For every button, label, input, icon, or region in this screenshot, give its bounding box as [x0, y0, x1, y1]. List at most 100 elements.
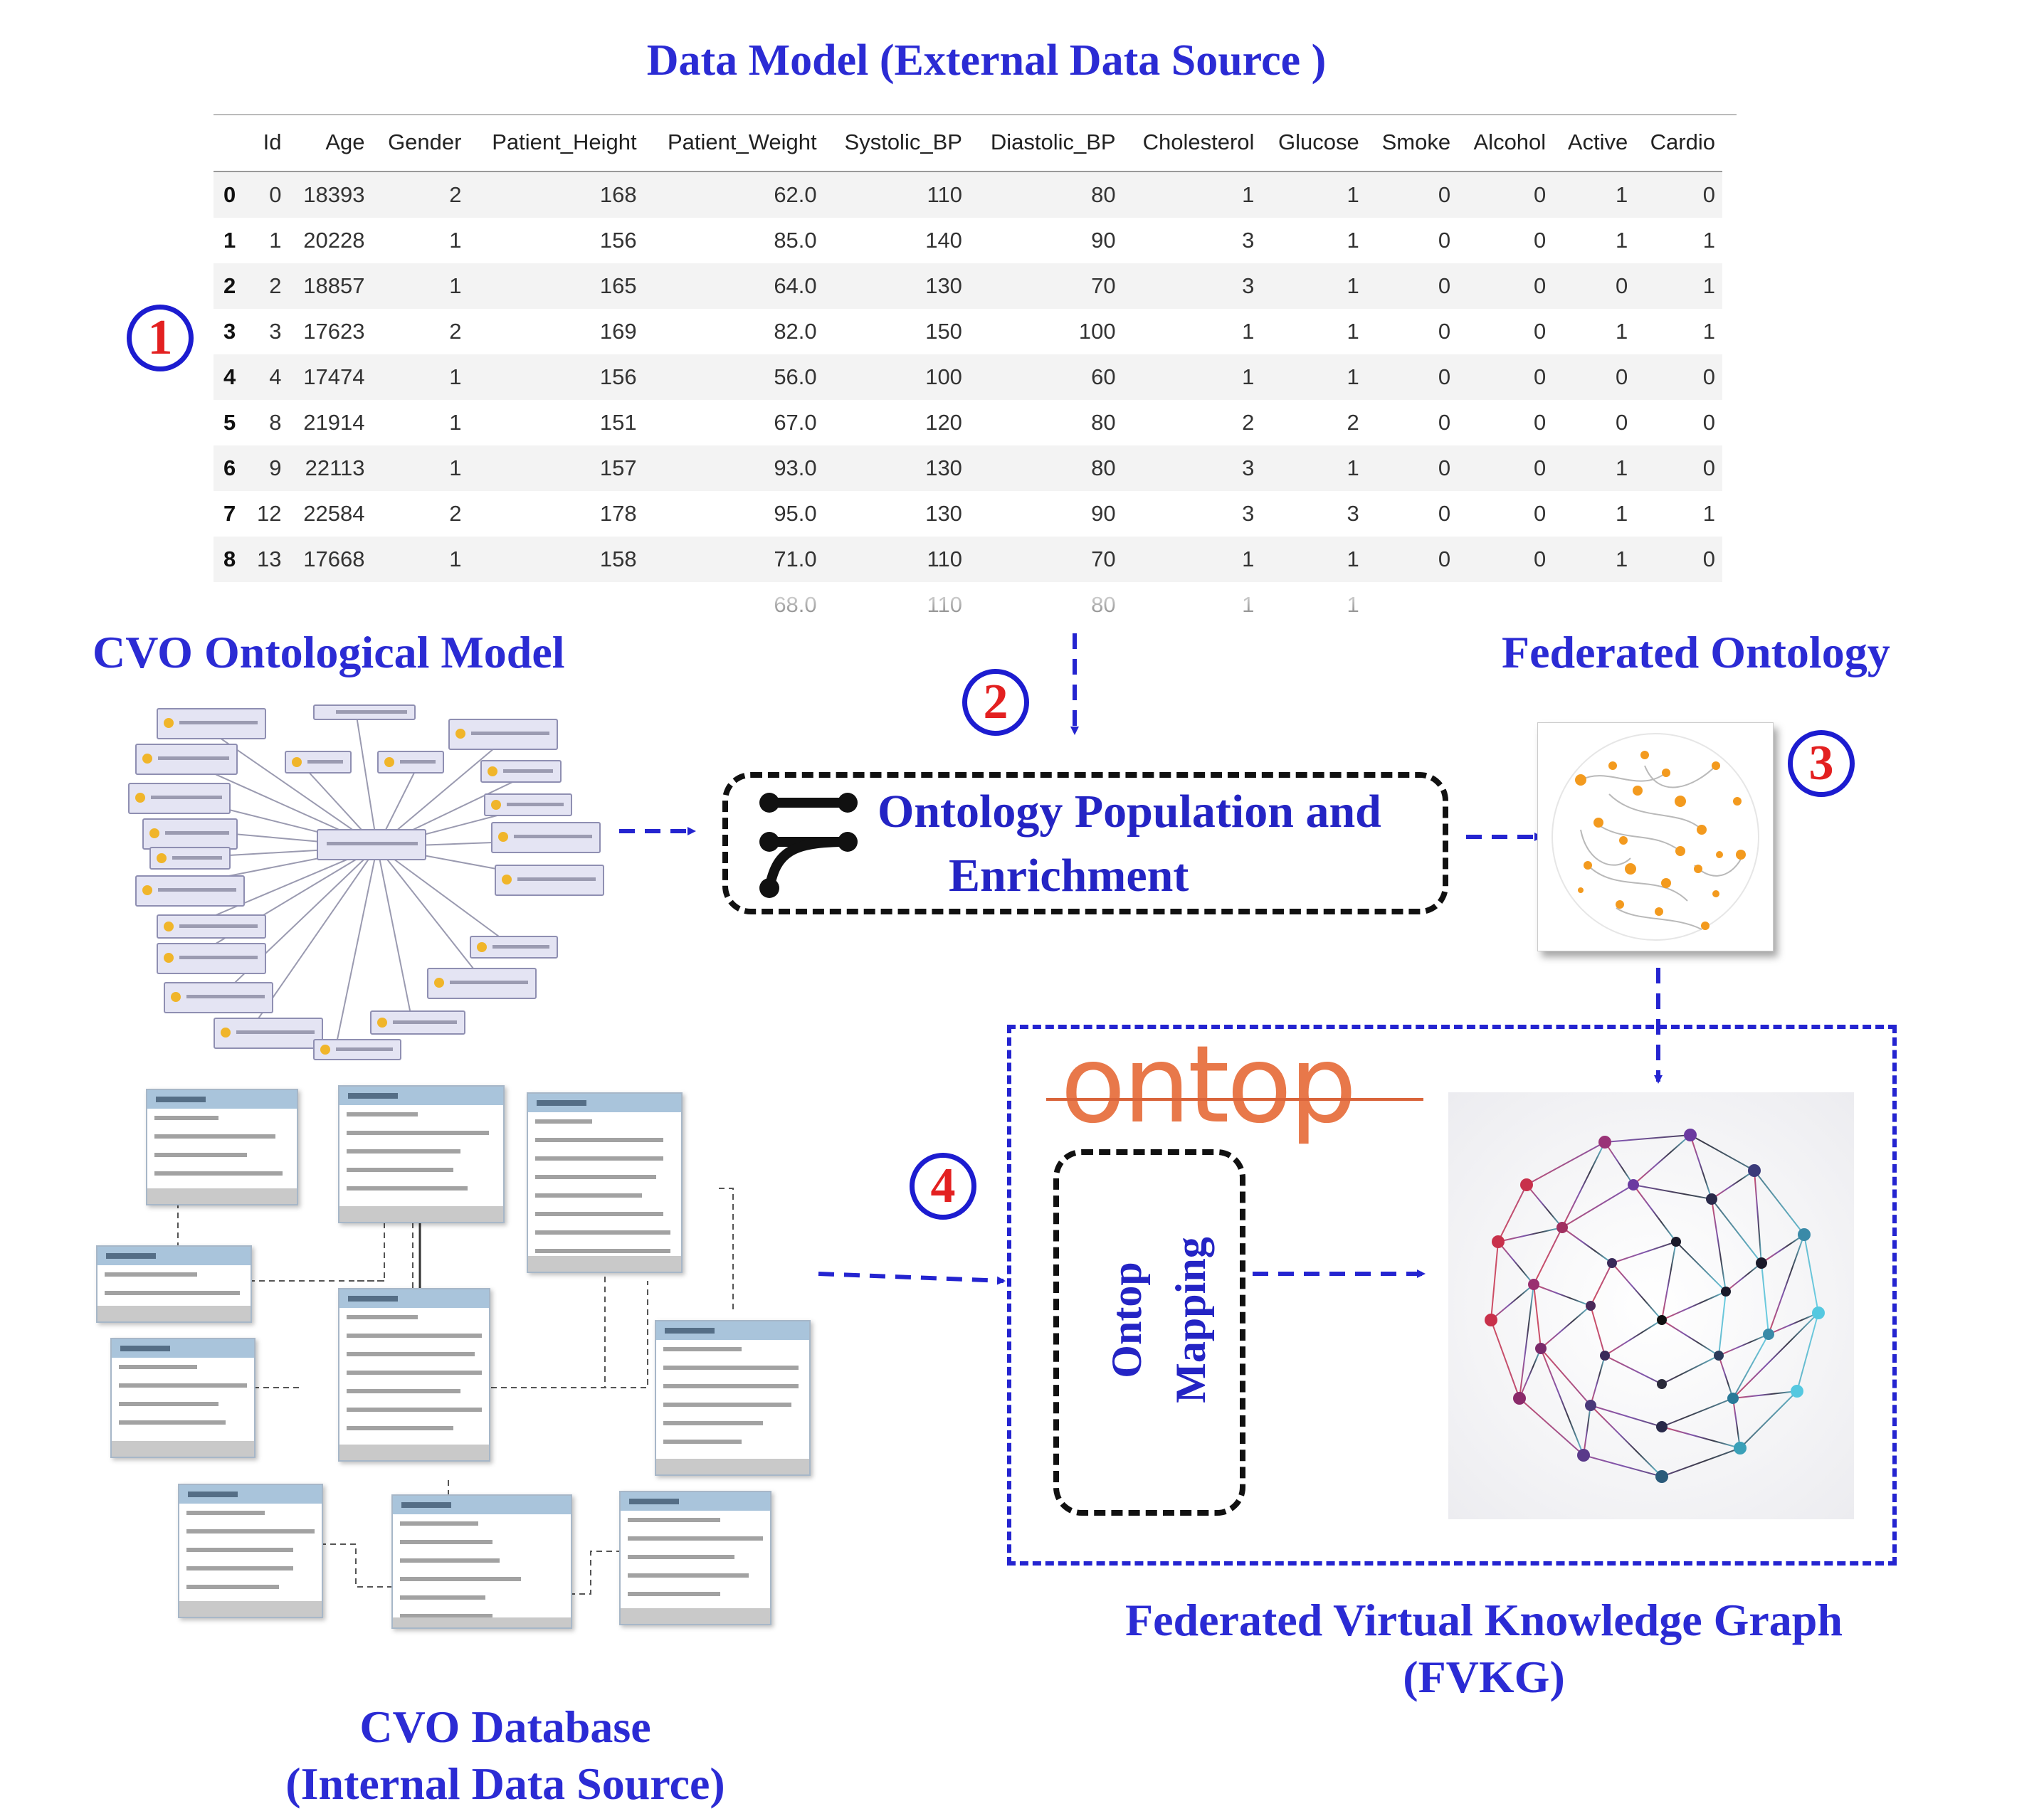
db-table — [338, 1085, 505, 1223]
ontology-node — [157, 914, 266, 939]
knowledge-graph-sphere — [1448, 1092, 1854, 1519]
table-cell: 1 — [1702, 228, 1715, 253]
table-cell: 1 — [1702, 501, 1715, 526]
table-cell: 1 — [449, 410, 462, 435]
ontop-mapping-line1: Ontop — [1103, 1262, 1150, 1378]
table-cell: 158 — [468, 537, 644, 582]
table-cell: 3 — [1242, 501, 1255, 526]
table-cell: 1 — [1553, 171, 1635, 218]
table-cell: 1 — [1122, 171, 1262, 218]
table-cell: 1 — [1347, 228, 1359, 253]
row-index: 2 — [214, 263, 246, 309]
db-table — [110, 1338, 256, 1458]
table-cell: 17668 — [288, 537, 372, 582]
table-cell: 0 — [1635, 445, 1722, 491]
federated-ontology-title: Federated Ontology — [1502, 627, 1890, 677]
table-cell: 100 — [823, 354, 969, 400]
fvkg-title: Federated Virtual Knowledge Graph — [1125, 1595, 1843, 1645]
table-cell: 0 — [1458, 445, 1554, 491]
table-cell: 1 — [269, 228, 282, 253]
column-header: Id — [246, 114, 289, 172]
ontology-node — [157, 943, 266, 974]
table-cell: 0 — [1366, 354, 1458, 400]
table-cell: 0 — [1458, 171, 1554, 218]
ontop-logo-strike — [1046, 1098, 1423, 1101]
table-cell: 0 — [1533, 319, 1547, 344]
table-cell: 2 — [449, 319, 462, 344]
db-table — [178, 1484, 323, 1618]
ontology-node — [142, 818, 238, 850]
cvo-database-subtitle: (Internal Data Source) — [285, 1758, 725, 1809]
cvo-database-diagram — [93, 1075, 818, 1630]
knowledge-graph-mesh — [1485, 1129, 1825, 1483]
table-cell: 17623 — [303, 319, 365, 344]
table-cell: 1 — [1553, 537, 1635, 582]
ontology-node — [448, 719, 558, 750]
row-index: 4 — [214, 354, 246, 400]
column-header: Cholesterol — [1122, 114, 1262, 172]
ontology-population-box: Ontology Population and Enrichment — [722, 772, 1448, 914]
ontology-node — [370, 1010, 465, 1035]
table-cell: 80 — [969, 171, 1123, 218]
step-3-badge: 3 — [1788, 730, 1855, 797]
column-header: Alcohol — [1458, 114, 1554, 172]
table-cell: 90 — [1091, 228, 1116, 253]
table-cell: 22113 — [288, 445, 372, 491]
table-cell: 82.0 — [774, 319, 817, 344]
ontology-node — [164, 982, 273, 1013]
table-cell: 1 — [1261, 263, 1366, 309]
column-header: Patient_Height — [468, 114, 644, 172]
arrow-db-to-ontop — [818, 1272, 1006, 1285]
row-index: 5 — [223, 410, 236, 435]
table-cell: 21914 — [303, 410, 365, 435]
table-cell: 140 — [925, 228, 962, 253]
ontology-node — [495, 865, 604, 896]
db-table — [527, 1092, 683, 1273]
table-cell: 1 — [1122, 354, 1262, 400]
table-cell: 0 — [1438, 228, 1451, 253]
table-cell: 60 — [969, 354, 1123, 400]
cvo-ontological-model-title: CVO Ontological Model — [93, 627, 565, 677]
table-cell: 70 — [969, 537, 1123, 582]
ontology-node — [313, 1039, 401, 1060]
table-cell: 9 — [246, 445, 289, 491]
ontology-node — [157, 708, 266, 739]
table-cell: 0 — [1458, 263, 1554, 309]
column-header: Cardio — [1635, 114, 1722, 172]
db-table — [146, 1089, 298, 1205]
table-cell: 3 — [1347, 501, 1359, 526]
federated-ontology-image — [1537, 722, 1774, 951]
column-header: Patient_Weight — [643, 114, 824, 172]
table-cell: 1 — [1242, 319, 1255, 344]
table-cell: 156 — [468, 354, 644, 400]
ontology-node — [135, 744, 238, 775]
table-cell: 168 — [468, 171, 644, 218]
table-cell: 0 — [1458, 537, 1554, 582]
table-cell: 1 — [1122, 537, 1262, 582]
ontop-mapping-box: Ontop Mapping — [1053, 1149, 1245, 1516]
table-cell: 2 — [372, 171, 469, 218]
table-cell: 178 — [599, 501, 637, 526]
ontology-center-node — [317, 829, 426, 860]
table-cell: 100 — [1078, 319, 1116, 344]
column-header: Glucose — [1261, 114, 1366, 172]
table-cell: 1 — [1635, 263, 1722, 309]
row-index: 8 — [214, 537, 246, 582]
table-cell: 0 — [1458, 354, 1554, 400]
db-table — [96, 1245, 252, 1323]
table-cell: 1 — [449, 228, 462, 253]
table-cell: 67.0 — [774, 410, 817, 435]
row-index: 3 — [223, 319, 236, 344]
table-cell: 0 — [1533, 410, 1547, 435]
table-cell: 1 — [1702, 319, 1715, 344]
step-2-badge: 2 — [962, 669, 1029, 736]
table-cell: 0 — [1366, 445, 1458, 491]
fvkg-container — [1007, 1025, 1897, 1566]
table-cell: 1 — [1615, 501, 1628, 526]
table-cell: 1 — [372, 537, 469, 582]
data-model-title: Data Model (External Data Source ) — [646, 36, 1327, 85]
table-fade — [214, 591, 1722, 619]
ontology-node — [491, 822, 601, 853]
